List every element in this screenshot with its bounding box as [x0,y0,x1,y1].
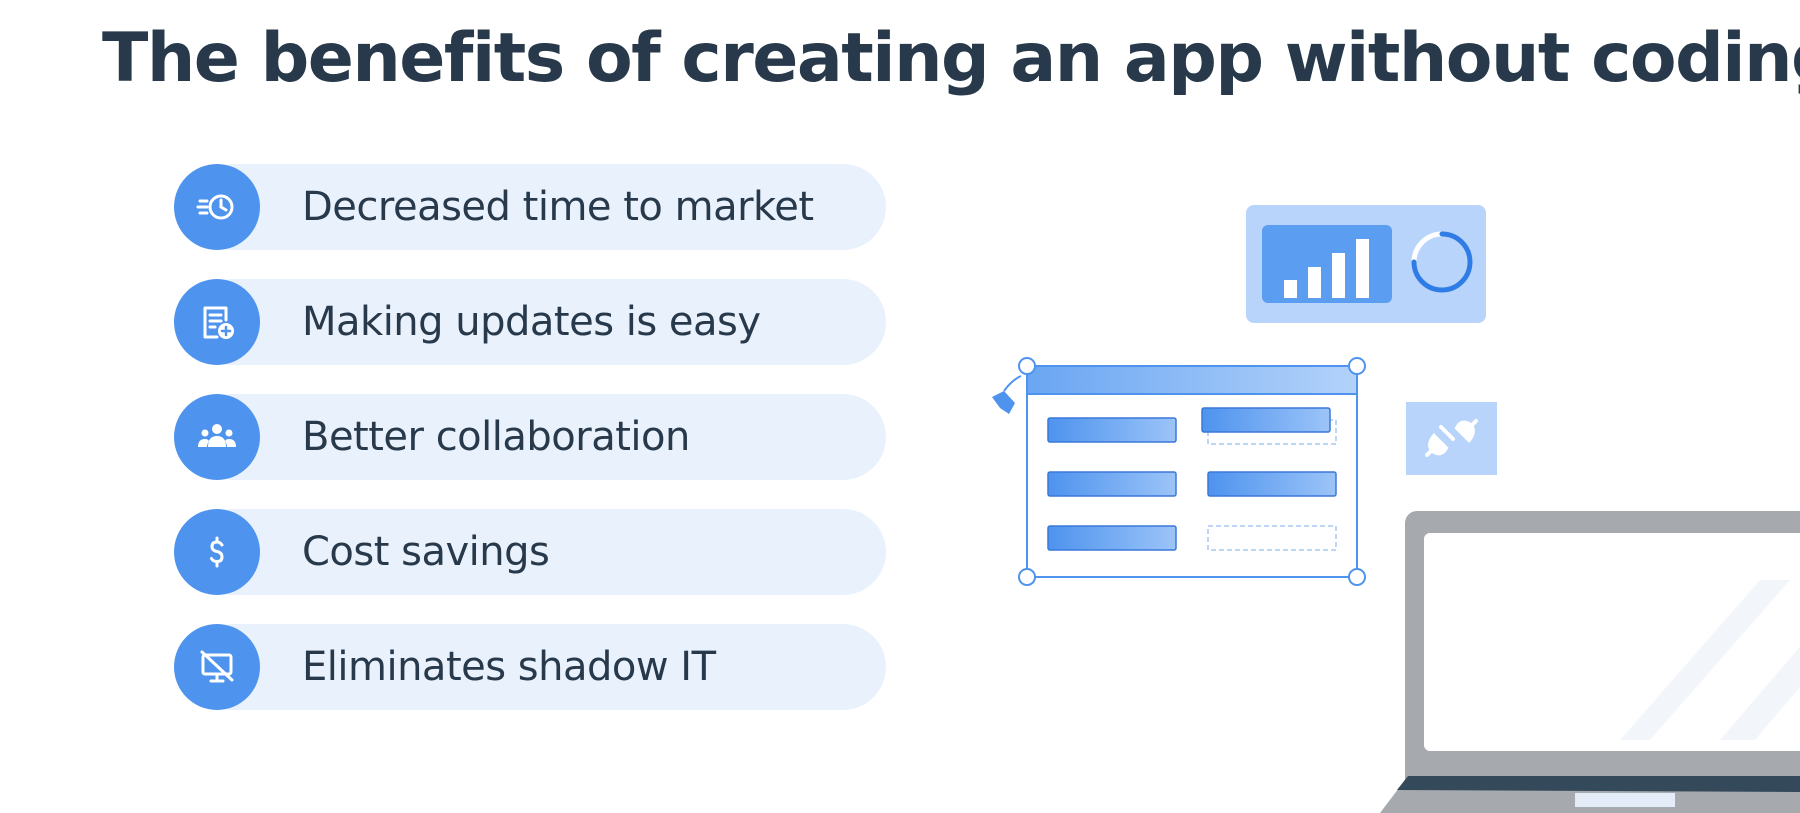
benefit-item-time-to-market: Decreased time to market [174,164,886,250]
document-add-icon [174,279,260,365]
benefits-list: Decreased time to market Making updates … [174,164,886,739]
benefit-label: Decreased time to market [302,184,814,230]
fast-clock-icon [174,164,260,250]
benefit-pill [190,509,886,595]
benefit-item-shadow-it: Eliminates shadow IT [174,624,886,710]
benefit-label: Cost savings [302,529,550,575]
benefit-pill [190,624,886,710]
benefit-item-cost-savings: Cost savings [174,509,886,595]
benefit-item-collaboration: Better collaboration [174,394,886,480]
people-group-icon [174,394,260,480]
benefit-pill [190,394,886,480]
monitor-off-icon [174,624,260,710]
benefit-pill [190,164,886,250]
benefit-label: Better collaboration [302,414,690,460]
benefit-label: Eliminates shadow IT [302,644,716,690]
plug-icon [1406,402,1497,475]
laptop-illustration [1380,511,1800,813]
progress-ring-icon [1411,231,1473,293]
benefit-item-updates: Making updates is easy [174,279,886,365]
app-builder-illustration [992,205,1800,813]
analytics-card [1246,205,1486,323]
page-title: The benefits of creating an app without … [102,19,1800,98]
benefit-label: Making updates is easy [302,299,761,345]
dollar-icon [174,509,260,595]
pen-tool-icon [992,375,1022,414]
bar-chart-icon [1284,239,1369,298]
app-form-mockup [1018,357,1366,586]
benefit-pill [190,279,886,365]
